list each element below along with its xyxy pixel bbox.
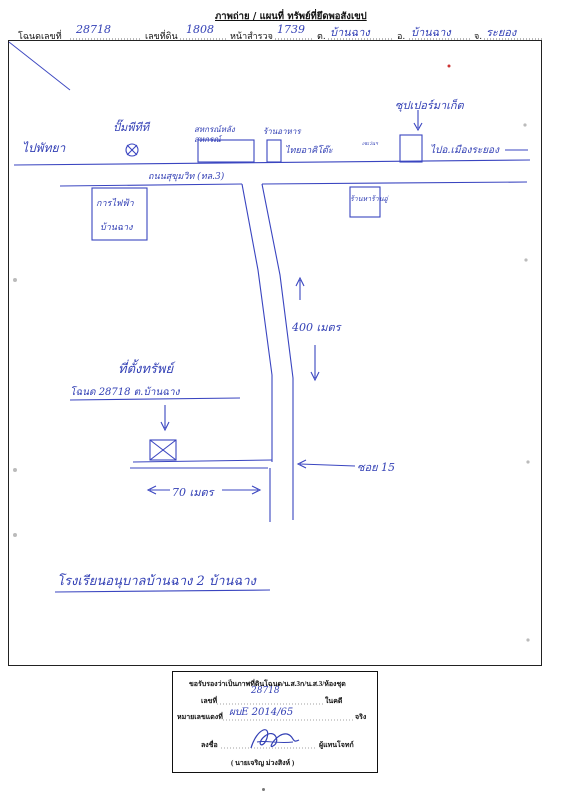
cert-sign-label: ลงชื่อ [201,741,218,749]
label-distance-70: 70 เมตร [172,486,214,499]
page-title: ภาพถ่าย / แผนที่ ทรัพย์ที่ยึดพอสังเขป [215,11,367,22]
header-dotted-lines [70,38,542,40]
label-restaurant: ร้านอาหาร [263,127,301,136]
district-label: อ. [397,32,406,42]
deed-label: โฉนดเลขที่ [18,32,62,42]
land-label: เลขที่ดิน [145,32,178,42]
label-seven: เซเว่นฯ [362,141,378,147]
subdistrict-value: บ้านฉาง [330,26,370,39]
cert-line-1: ขอรับรองว่าเป็นภาพที่ดินโฉนด/น.ส.3ก/น.ส.… [189,680,346,688]
cert-sign-suffix: ผู้แทนโจทก์ [319,741,354,749]
label-property-title: ที่ตั้งทรัพย์ [118,362,174,377]
label-to-city: ไปอ.เมืองระยอง [430,145,499,156]
cert-dotted-lines [217,703,353,749]
label-soi: ซอย 15 [357,461,396,474]
hand-drawn-map [8,41,531,642]
cert-case-label: หมายเลขแดงที่ [177,713,223,721]
cert-case-value: ผบE 2014/65 [229,707,294,718]
label-highway: ถนนสุขุมวิท (ทล.3) [148,172,225,182]
cert-deed-value: 28718 [251,686,280,696]
highway-bottom-right [261,181,528,185]
cert-case-suffix: จริง [355,713,367,721]
certification-box: ขอรับรองว่าเป็นภาพที่ดินโฉนด/น.ส.3ก/น.ส.… [172,671,378,773]
label-gas-station: ปั๊มพีทีที [113,121,149,134]
cert-signer-name: ( นายเจริญ ม่วงสิงห์ ) [231,759,295,767]
signature-mark [250,729,300,749]
label-electricity-sub: บ้านฉาง [100,223,133,233]
survey-label: หน้าสำรวจ [230,32,273,42]
label-restaurant-sub: ไทยอาคิโต๊ะ [285,146,333,156]
label-to-pattaya: ไปพัทยา [22,141,66,155]
soi-left-edge [241,183,273,462]
label-distance-400: 400 เมตร [292,321,341,334]
district-value: บ้านฉาง [411,26,451,39]
label-supermarket: ซุปเปอร์มาเก็ต [395,99,464,112]
province-label: จ. [474,32,483,42]
label-property-deed: โฉนด 28718 ต.บ้านฉาง [70,387,180,398]
label-sahakorn: สหกรณ์หลัง สหกรณ์ [194,125,235,144]
soi-right-edge [261,183,294,520]
cert-deed-suffix: ในคดี [325,697,343,705]
deed-number: 28718 [76,23,111,36]
label-car-shop: ร้านหาร้านอู่ [350,195,388,203]
subdistrict-label: ต. [317,32,326,42]
highway-bottom-left [59,183,243,187]
cert-deed-label: เลขที่ [201,697,218,705]
label-school: โรงเรียนอนุบาลบ้านฉาง 2 บ้านฉาง [57,574,256,589]
side-road-top [132,459,273,463]
label-electricity: การไฟฟ้า [96,199,134,209]
land-number: 1808 [186,23,214,36]
survey-number: 1739 [277,23,305,36]
province-value: ระยอง [486,26,517,39]
page-mark [262,788,265,791]
map-frame [8,40,542,666]
